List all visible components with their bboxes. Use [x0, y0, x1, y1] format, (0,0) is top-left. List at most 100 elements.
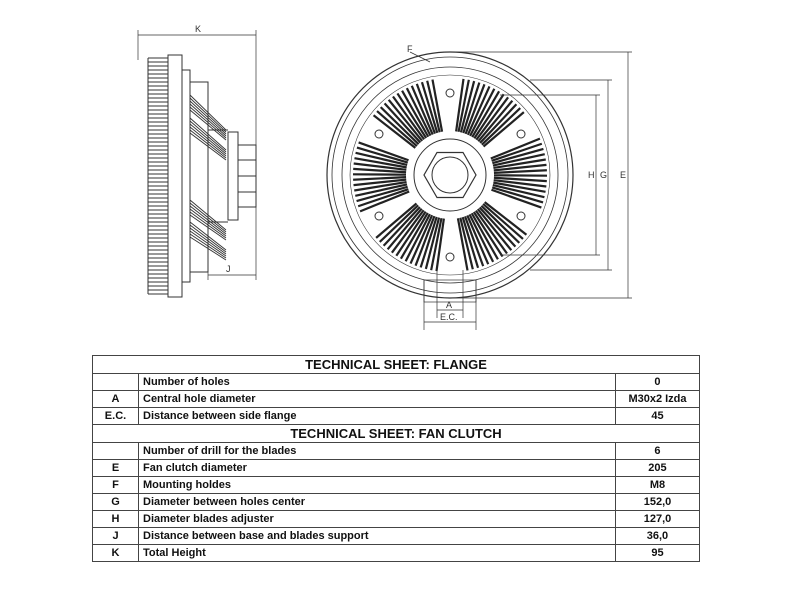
side-blade-line [189, 205, 227, 235]
side-blade-line [189, 208, 227, 237]
row-description: Distance between base and blades support [138, 527, 616, 545]
front-fin [468, 213, 495, 263]
front-fin [482, 111, 525, 148]
fan-clutch-section-title: TECHNICAL SHEET: FAN CLUTCH [92, 424, 700, 443]
dim-label-k: K [195, 24, 201, 34]
flange-section-title: TECHNICAL SHEET: FLANGE [92, 355, 700, 374]
front-fin [480, 204, 521, 244]
front-fin [378, 204, 419, 243]
front-fin [479, 103, 518, 144]
dim-label-a: A [446, 300, 452, 310]
front-fin [405, 87, 432, 137]
front-fin [457, 79, 470, 133]
row-description: Number of holes [138, 373, 616, 391]
front-fins [352, 78, 548, 272]
front-fin [464, 83, 486, 135]
front-fin [355, 151, 408, 167]
front-fin [414, 215, 436, 267]
front-fin [491, 188, 542, 209]
front-fin [387, 99, 424, 142]
side-blade-line [189, 106, 227, 139]
side-blade-line [189, 202, 227, 233]
front-fin [356, 185, 408, 203]
front-fin [395, 211, 427, 257]
row-code: J [92, 527, 139, 545]
side-blade-line [189, 100, 227, 135]
front-fin [401, 90, 430, 138]
row-code: H [92, 510, 139, 528]
front-fin [456, 218, 469, 271]
mounting-hole [374, 211, 384, 221]
front-fin [354, 180, 407, 192]
row-code [92, 373, 139, 391]
front-fin [391, 209, 425, 254]
front-fin [464, 215, 485, 267]
front-fin [483, 201, 528, 236]
front-fin [435, 218, 445, 272]
front-fin [431, 79, 444, 132]
side-blade-line [189, 94, 227, 131]
front-fin [473, 93, 505, 139]
front-fin [491, 186, 544, 204]
front-fin [492, 183, 545, 199]
row-value: 152,0 [614, 493, 701, 511]
row-description: Fan clutch diameter [138, 459, 616, 477]
front-fin [481, 107, 522, 146]
front-fin [493, 181, 546, 193]
front-fin [379, 106, 420, 146]
front-fin [353, 167, 407, 174]
front-fin [404, 213, 431, 262]
front-fin [459, 217, 474, 270]
front-fin [472, 211, 504, 258]
front-fin [459, 80, 476, 133]
front-fin [471, 90, 501, 138]
front-fin [493, 176, 547, 183]
side-blade-line [189, 211, 227, 239]
row-description: Distance between side flange [138, 407, 616, 425]
side-blade-line [189, 97, 227, 133]
front-fin [474, 209, 508, 255]
side-blade-line [189, 117, 227, 151]
row-description: Diameter between holes center [138, 493, 616, 511]
front-fin [376, 110, 418, 147]
mounting-hole [374, 129, 384, 139]
front-fin [386, 207, 423, 251]
row-description: Central hole diameter [138, 390, 616, 408]
row-code: A [92, 390, 139, 408]
front-fin [358, 141, 409, 162]
row-value: 6 [614, 442, 701, 460]
front-fin [420, 81, 439, 134]
dim-label-g: G [600, 170, 607, 180]
side-blade-line [189, 236, 227, 261]
front-fin [430, 217, 443, 271]
front-fin [355, 183, 408, 197]
mounting-holes [374, 88, 526, 262]
front-fin [455, 78, 465, 132]
side-blade-line [189, 230, 227, 257]
side-blade-line [189, 199, 227, 231]
front-fin [353, 176, 407, 181]
row-value: 127,0 [614, 510, 701, 528]
dim-label-j: J [226, 264, 231, 274]
dim-label-f: F [407, 44, 413, 54]
side-blade-line [189, 227, 227, 255]
front-fin [493, 158, 546, 170]
front-fin [493, 179, 547, 188]
side-blade-line [189, 221, 227, 251]
front-fin [410, 85, 434, 135]
front-fin [419, 216, 438, 268]
front-fin [493, 163, 547, 172]
front-fin [491, 142, 543, 162]
front-fin [477, 99, 514, 143]
front-fin [409, 214, 434, 265]
front-fin [353, 178, 407, 187]
